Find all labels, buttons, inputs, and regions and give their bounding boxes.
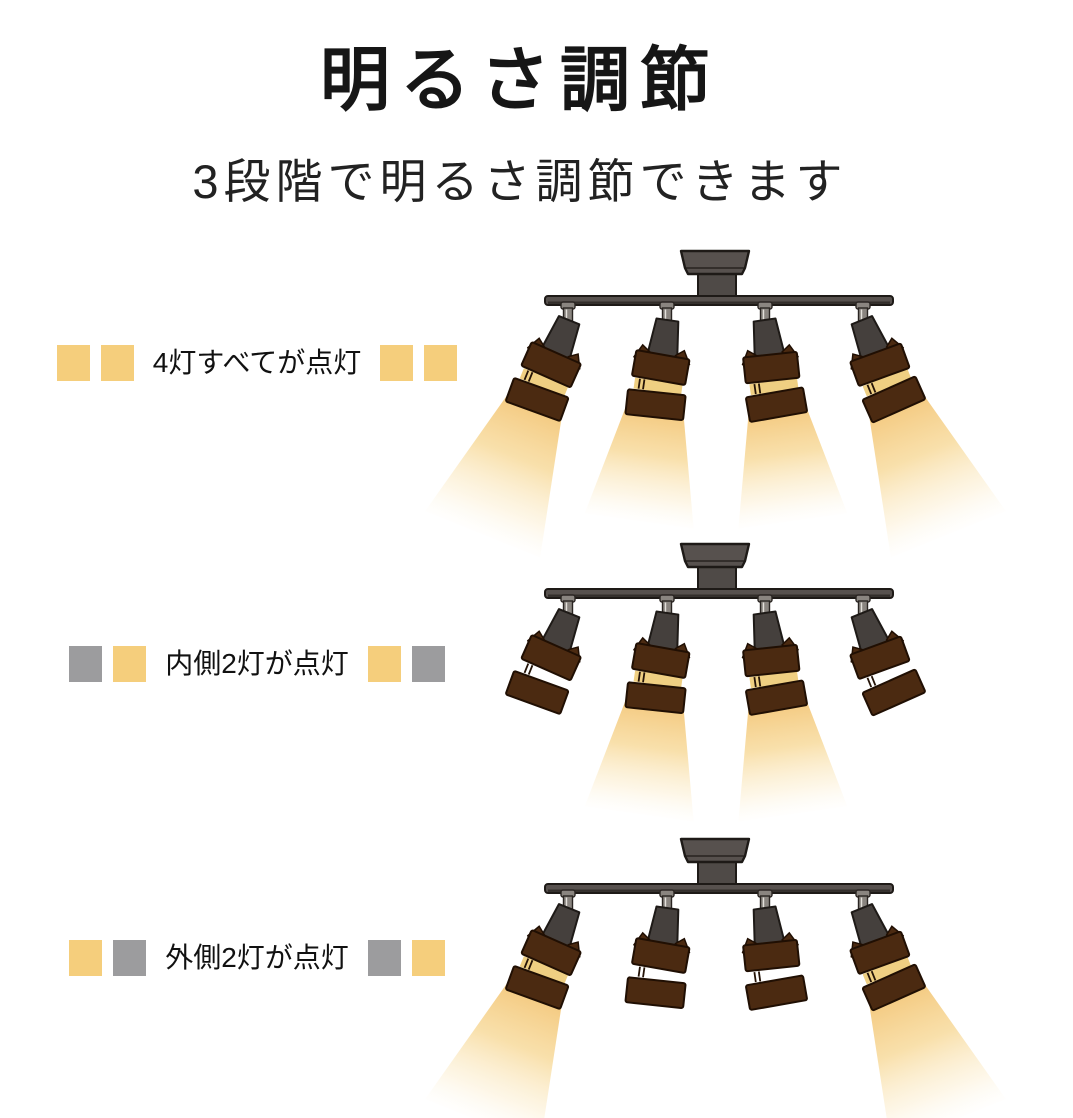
shade-bottom-band xyxy=(505,377,570,422)
ceiling-mount xyxy=(679,542,751,569)
indicator-square-on xyxy=(69,940,103,976)
indicator-squares-right xyxy=(367,646,445,682)
shade-top-band xyxy=(849,930,911,975)
lamp-stem xyxy=(757,889,773,913)
spotlight-lamp-3 xyxy=(741,905,808,1011)
shade-bottom-band xyxy=(624,681,687,714)
indicator-square-on xyxy=(56,345,90,381)
lamp-arm xyxy=(752,317,786,359)
shade-bottom-band xyxy=(745,974,808,1011)
shade-bottom-band xyxy=(624,388,687,421)
shade-stripe xyxy=(749,965,799,984)
page-title: 明るさ調節 xyxy=(320,41,720,119)
spotlight-lamp-4 xyxy=(849,315,1006,558)
light-beam xyxy=(584,699,694,822)
shade-stripe xyxy=(749,377,799,396)
shade-bottom-band xyxy=(861,963,926,1012)
mode-label-text: 内側2灯が点灯 xyxy=(165,648,349,679)
shade-top-band xyxy=(742,644,801,678)
mode-label: 外側2灯が点灯 xyxy=(0,940,514,976)
ceiling-mount xyxy=(679,837,751,864)
lamp-arm xyxy=(646,610,680,652)
shade-bottom-band xyxy=(861,375,926,424)
mode-label-text: 4灯すべてが点灯 xyxy=(152,347,362,378)
light-beam xyxy=(584,406,694,529)
light-beam xyxy=(869,393,1006,558)
page-subtitle: 3段階で明るさ調節できます xyxy=(192,155,848,208)
ceiling-mount xyxy=(679,249,751,276)
shade-top-band xyxy=(631,642,691,679)
shade-top-band xyxy=(520,929,582,976)
indicator-square-on xyxy=(411,940,445,976)
spotlight-lamp-1 xyxy=(505,608,582,715)
indicator-square-off xyxy=(69,646,103,682)
spotlight-lamp-3 xyxy=(738,610,848,822)
light-beam xyxy=(425,393,562,558)
lamp-arm xyxy=(752,610,786,652)
shade-bottom-band xyxy=(861,668,926,717)
spotlight-lamp-2 xyxy=(584,317,694,529)
shade-bottom-band xyxy=(624,976,687,1009)
indicator-squares-right xyxy=(380,345,458,381)
indicator-square-off xyxy=(113,940,147,976)
spotlight-lamp-1 xyxy=(425,315,582,558)
spotlight-lamp-4 xyxy=(849,608,926,717)
indicator-square-on xyxy=(380,345,414,381)
shade-stripe xyxy=(633,670,683,689)
indicator-squares-left xyxy=(69,646,147,682)
indicator-square-off xyxy=(367,940,401,976)
shade-bottom-band xyxy=(505,965,570,1010)
lamp-arm xyxy=(646,317,680,359)
mode-label: 4灯すべてが点灯 xyxy=(0,345,514,381)
spotlight-lamp-2 xyxy=(584,610,694,822)
fixture-illustration xyxy=(425,245,1015,558)
product-infographic: { "page": { "title": "明るさ調節", "subtitle"… xyxy=(0,41,1015,1118)
lamp-arm xyxy=(646,905,680,947)
shade-bottom-band xyxy=(505,670,570,715)
fixture-illustration xyxy=(455,538,1015,823)
ceiling-spotlight-fixture xyxy=(425,837,1006,1118)
spotlight-lamp-4 xyxy=(849,903,1006,1118)
lamp-stem xyxy=(855,594,871,618)
shade-bottom-band xyxy=(745,386,808,423)
shade-top-band xyxy=(631,937,691,974)
ceiling-spotlight-fixture xyxy=(505,542,926,822)
shade-top-band xyxy=(849,635,911,680)
mode-label: 内側2灯が点灯 xyxy=(0,646,514,682)
shade-top-band xyxy=(849,342,911,387)
shade-stripe xyxy=(633,377,683,396)
indicator-square-on xyxy=(100,345,134,381)
mode-label-text: 外側2灯が点灯 xyxy=(165,942,349,973)
indicator-square-on xyxy=(424,345,458,381)
shade-top-band xyxy=(742,939,801,973)
lamp-stem xyxy=(659,301,675,325)
ceiling-spotlight-fixture xyxy=(425,249,1006,558)
fixture-illustration xyxy=(425,833,1015,1118)
light-beam xyxy=(738,406,848,529)
indicator-squares-right xyxy=(367,940,445,976)
lamp-arm xyxy=(752,905,786,947)
spotlight-lamp-2 xyxy=(624,905,691,1009)
spotlight-lamp-3 xyxy=(738,317,848,529)
shade-bottom-band xyxy=(745,679,808,716)
indicator-squares-left xyxy=(56,345,134,381)
spotlight-lamp-1 xyxy=(425,903,582,1118)
light-beam xyxy=(738,699,848,822)
shade-top-band xyxy=(520,634,582,681)
shade-top-band xyxy=(631,349,691,386)
shade-top-band xyxy=(520,341,582,388)
indicator-squares-left xyxy=(69,940,147,976)
shade-stripe xyxy=(633,965,683,984)
shade-top-band xyxy=(742,351,801,385)
indicator-square-on xyxy=(113,646,147,682)
shade-stripe xyxy=(749,670,799,689)
indicator-square-on xyxy=(367,646,401,682)
lamp-stem xyxy=(560,889,576,913)
indicator-square-off xyxy=(411,646,445,682)
